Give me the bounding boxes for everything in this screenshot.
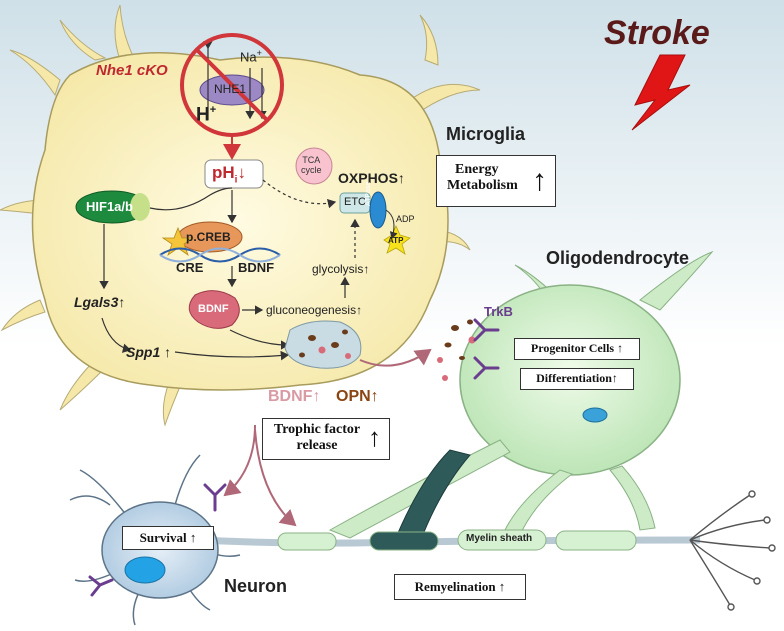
trkb-label: TrkB (484, 304, 513, 319)
phi-base: pH (212, 163, 235, 182)
energy-box-arrow: ↑ (532, 164, 547, 197)
cre-label: CRE (176, 260, 204, 275)
oligodendrocyte-nucleus (582, 407, 608, 423)
microglia-body (31, 52, 449, 391)
tca-label: TCA cycle (301, 155, 322, 175)
lgals3-text: Lgals3 (74, 294, 119, 310)
spp1-text: Spp1 (126, 344, 161, 360)
vesicle-cargo (299, 329, 351, 359)
nhe1-label: NHE1 (214, 82, 247, 96)
neuron-nucleus (124, 556, 166, 584)
trophic-arrows (223, 348, 432, 527)
microglia-label: Microglia (446, 124, 526, 144)
atp-burst-icon (383, 225, 411, 255)
pcreb-label: p.CREB (186, 230, 231, 244)
sodium-symbol: Na (240, 49, 257, 65)
atpase-label: ATPase (365, 181, 372, 206)
differentiation-box: Differentiation↑ (520, 368, 634, 390)
lgals3-arrow: ↑ (118, 294, 126, 310)
phi-sub: i (234, 174, 238, 186)
trophic-box-arrow: ↑ (368, 423, 381, 452)
phi-label: pHi↓ (212, 163, 246, 185)
adp-label: ADP (396, 214, 415, 224)
lightning-icon (631, 54, 691, 131)
released-bdnf-label: BDNF↑ (268, 388, 321, 405)
progenitor-cells-box: Progenitor Cells ↑ (514, 338, 640, 360)
secretory-vesicle (284, 320, 362, 369)
hif-label: HIF1a/b (86, 199, 133, 214)
phi-arrow: ↓ (237, 163, 246, 182)
released-opn-label: OPN↑ (336, 388, 379, 405)
myelin-sheath-label: Myelin sheath (466, 533, 533, 544)
trophic-factor-box: Trophic factor release ↑ (262, 418, 390, 460)
neuron-label: Neuron (224, 576, 287, 596)
bdnf-protein-blob (188, 290, 240, 329)
knockout-label: Nhe1 cKO (96, 62, 168, 79)
energy-metabolism-box: Energy Metabolism ↑ (436, 155, 556, 207)
proton-charge: + (209, 104, 217, 116)
bdnf-protein-label: BDNF (198, 303, 229, 315)
lgals3-label: Lgals3↑ (74, 294, 125, 310)
tca-line2: cycle (301, 165, 322, 175)
proton-ion: H+ (196, 104, 216, 126)
remyelination-box: Remyelination ↑ (394, 574, 526, 600)
gluconeogenesis-label: gluconeogenesis↑ (266, 303, 363, 317)
bdnf-gene-label: BDNF (238, 260, 275, 275)
released-factors (437, 319, 476, 381)
sodium-charge: + (256, 48, 262, 58)
trophic-box-line2: release (296, 438, 338, 453)
spp1-arrow: ↑ (164, 344, 172, 360)
knockout-prohibition-icon (180, 33, 284, 137)
oxphos-label: OXPHOS↑ (338, 170, 405, 186)
oligodendrocyte-label: Oligodendrocyte (546, 248, 690, 268)
axon-terminals (689, 490, 776, 611)
energy-box-line2: Metabolism (447, 178, 518, 193)
atpase-node (369, 191, 387, 229)
atp-label: ATP (388, 236, 404, 245)
spp1-label: Spp1 ↑ (126, 344, 171, 360)
trophic-box-line1: Trophic factor (273, 422, 361, 437)
microglia-pathway-arrows (99, 179, 360, 361)
stroke-label: Stroke (604, 14, 710, 52)
phi-box (204, 159, 264, 189)
tca-cycle-node (295, 147, 333, 185)
dna-helix-icon (159, 247, 281, 263)
energy-box-line1: Energy (455, 162, 499, 177)
etc-label: ETC (344, 196, 366, 208)
sodium-ion: Na+ (240, 48, 262, 64)
neuron-body (101, 501, 219, 599)
trkb-receptors (88, 318, 500, 597)
tca-line1: TCA (302, 155, 321, 165)
survival-box: Survival ↑ (122, 526, 214, 550)
myelin-segments (277, 529, 637, 551)
etc-node (339, 192, 371, 214)
proton-symbol: H (196, 104, 210, 126)
glycolysis-label: glycolysis↑ (312, 262, 370, 276)
